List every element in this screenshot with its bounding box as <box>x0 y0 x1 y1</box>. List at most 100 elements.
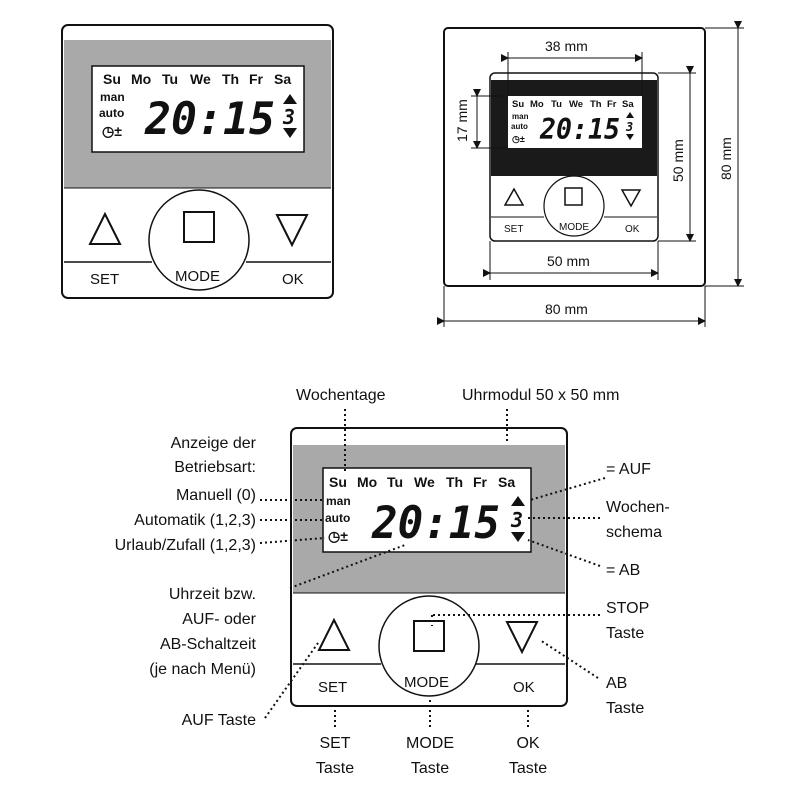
dim-module-width: 50 mm <box>547 253 590 269</box>
label-anzeige-2: Betriebsart: <box>174 459 256 476</box>
label-automatik: Automatik (1,2,3) <box>134 512 256 529</box>
label-set-1: SET <box>319 735 350 752</box>
weekday-label: Mo <box>131 71 151 87</box>
weekday-label: Sa <box>274 71 291 87</box>
mode-man-indicator: man <box>326 494 351 508</box>
up-triangle-button[interactable] <box>317 617 351 651</box>
front-view-device: Su Mo Tu We Th Fr Sa man auto ◷± 20:15 3… <box>61 24 334 299</box>
weekday-label: Mo <box>357 474 377 490</box>
mode-button-ring <box>378 595 480 697</box>
up-triangle-button[interactable] <box>503 187 525 206</box>
label-ok-1: OK <box>516 735 539 752</box>
mode-button-ring <box>543 175 605 237</box>
lcd-display <box>91 65 305 153</box>
set-button-label: SET <box>318 679 347 696</box>
annotated-device: Su Mo Tu We Th Fr Sa man auto ◷± 20:15 3… <box>290 427 568 707</box>
down-arrow-icon <box>626 134 634 140</box>
ok-button-label: OK <box>625 224 640 235</box>
weekday-label: Mo <box>530 99 544 110</box>
week-schema-digit: 3 <box>510 508 523 532</box>
weekday-label: We <box>569 99 583 110</box>
label-ab-1: AB <box>606 675 627 692</box>
label-stop-1: STOP <box>606 600 649 617</box>
label-manuell: Manuell (0) <box>176 487 256 504</box>
ok-button-label: OK <box>282 271 304 288</box>
lcd-time: 20:15 <box>371 498 500 549</box>
lcd-time: 20:15 <box>144 94 275 145</box>
up-triangle-button[interactable] <box>88 211 122 245</box>
mode-auto-indicator: auto <box>99 106 124 120</box>
label-ok-2: Taste <box>509 760 547 777</box>
label-stop-2: Taste <box>606 625 644 642</box>
up-arrow-icon <box>511 496 525 506</box>
lcd-weekdays: Su Mo Tu We Th Fr Sa <box>329 474 515 490</box>
weekday-label: Sa <box>622 99 634 110</box>
mode-square-button[interactable] <box>564 187 583 206</box>
mode-square-button[interactable] <box>183 211 215 243</box>
weekday-label: Th <box>222 71 239 87</box>
mode-button-label: MODE <box>559 222 589 233</box>
leader-lines <box>259 409 606 728</box>
dim-module-height: 50 mm <box>670 139 686 182</box>
label-auf-taste: AUF Taste <box>182 712 257 729</box>
dim-frame-height: 80 mm <box>718 137 734 180</box>
weekday-label: Su <box>329 474 347 490</box>
label-uhrzeit-2: AUF- oder <box>182 611 256 628</box>
label-anzeige-1: Anzeige der <box>171 435 257 452</box>
dim-frame-width: 80 mm <box>545 301 588 317</box>
label-uhrzeit-4: (je nach Menü) <box>149 661 256 678</box>
label-set-2: Taste <box>316 760 354 777</box>
mode-square-button[interactable] <box>413 620 445 652</box>
dimension-drawing: Su Mo Tu We Th Fr Sa man auto ◷± 20:15 3… <box>437 21 744 327</box>
label-wochen-1: Wochen- <box>606 499 670 516</box>
down-triangle-button[interactable] <box>505 621 539 655</box>
weekday-label: Tu <box>551 99 562 110</box>
down-triangle-button[interactable] <box>275 214 309 248</box>
mode-auto-indicator: auto <box>511 122 528 131</box>
label-uhrzeit-1: Uhrzeit bzw. <box>169 586 256 603</box>
week-schema-digit: 3 <box>282 105 295 129</box>
clock-icon: ◷± <box>328 528 348 544</box>
mode-button-label: MODE <box>404 674 449 691</box>
down-arrow-icon <box>511 532 525 542</box>
dim-inner-height: 17 mm <box>454 99 470 142</box>
mode-man-indicator: man <box>512 112 529 121</box>
weekday-label: Th <box>446 474 463 490</box>
set-button-label: SET <box>90 271 119 288</box>
label-urlaub: Urlaub/Zufall (1,2,3) <box>115 537 256 554</box>
weekday-label: Fr <box>607 99 617 110</box>
weekday-label: We <box>190 71 211 87</box>
weekday-label: Sa <box>498 474 515 490</box>
label-eq-ab: = AB <box>606 562 640 579</box>
lcd-weekdays: Su Mo Tu We Th Fr Sa <box>103 71 291 87</box>
label-uhrzeit-3: AB-Schaltzeit <box>160 636 257 653</box>
weekday-label: Fr <box>473 474 488 490</box>
mode-auto-indicator: auto <box>325 511 350 525</box>
set-button-label: SET <box>504 224 523 235</box>
label-mode-2: Taste <box>411 760 449 777</box>
label-eq-auf: = AUF <box>606 461 651 478</box>
label-mode-1: MODE <box>406 735 454 752</box>
weekday-label: Su <box>512 99 524 110</box>
weekday-label: We <box>414 474 435 490</box>
down-arrow-icon <box>283 128 297 138</box>
weekday-label: Su <box>103 71 121 87</box>
module-lcd <box>508 96 642 148</box>
mode-button-label: MODE <box>175 268 220 285</box>
module-weekdays: Su Mo Tu We Th Fr Sa <box>512 99 634 110</box>
week-schema-digit: 3 <box>625 120 633 134</box>
mode-man-indicator: man <box>100 90 125 104</box>
weekday-label: Fr <box>249 71 264 87</box>
mode-button-ring <box>148 189 250 291</box>
module-lcd-time: 20:15 <box>539 113 620 146</box>
label-uhrmodul: Uhrmodul 50 x 50 mm <box>462 387 619 404</box>
ok-button-label: OK <box>513 679 535 696</box>
annotation-labels: Wochentage Uhrmodul 50 x 50 mm Anzeige d… <box>115 387 670 777</box>
up-arrow-icon <box>283 94 297 104</box>
lcd-display <box>322 467 532 553</box>
down-triangle-button[interactable] <box>620 189 642 208</box>
label-wochen-2: schema <box>606 524 662 541</box>
up-arrow-icon <box>626 112 634 118</box>
clock-icon: ◷± <box>512 134 525 144</box>
dim-inner-width: 38 mm <box>545 38 588 54</box>
